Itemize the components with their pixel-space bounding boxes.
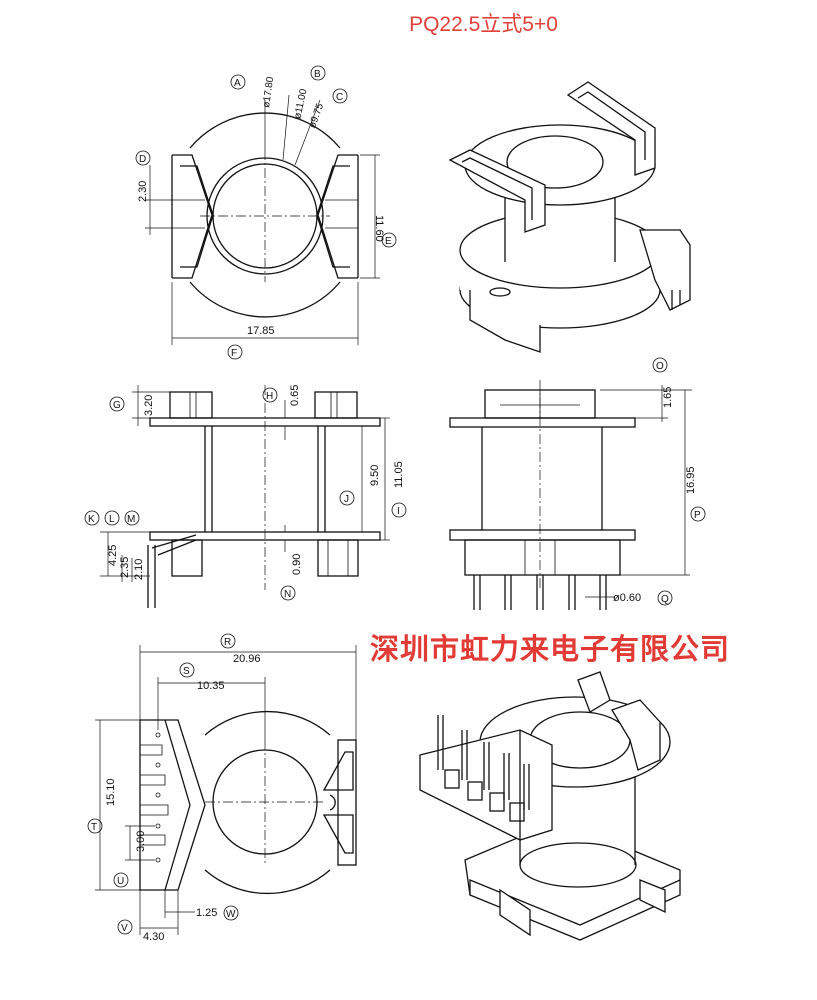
- dim-H-label: 0.65: [289, 385, 301, 406]
- pin-slots: [140, 732, 169, 863]
- marker-S: S: [179, 662, 195, 678]
- svg-text:W: W: [226, 909, 236, 920]
- svg-text:V: V: [121, 923, 128, 934]
- bottom-view: 20.96 10.35 15.10 3.00 1.25 4.30 R S T U…: [87, 633, 357, 943]
- svg-text:P: P: [694, 510, 701, 521]
- marker-J: J: [339, 490, 355, 506]
- marker-K: K: [84, 510, 100, 526]
- svg-text:R: R: [224, 637, 231, 648]
- dim-K-label: 4.25: [107, 545, 119, 566]
- dim-U-label: 3.00: [135, 831, 147, 852]
- svg-text:S: S: [183, 666, 190, 677]
- marker-N: N: [280, 585, 296, 601]
- dim-E-label: 11.60: [373, 215, 385, 242]
- top-view: ø17.80 ø11.00 ø9.75 2.30 11.60 17.85 A B…: [135, 65, 397, 360]
- dim-A-label: ø17.80: [261, 76, 276, 109]
- dim-S-label: 10.35: [197, 680, 225, 692]
- marker-F: F: [227, 344, 243, 360]
- svg-text:Q: Q: [661, 594, 669, 605]
- dim-Q-label: ø0.60: [613, 592, 641, 604]
- drawing-title: PQ22.5立式5+0: [409, 13, 558, 36]
- isometric-view-top: [448, 81, 691, 353]
- svg-text:T: T: [91, 822, 97, 833]
- marker-E: E: [381, 232, 397, 248]
- dim-B-label: ø11.00: [292, 88, 309, 120]
- marker-G: G: [109, 396, 125, 412]
- dim-C-label: ø9.75: [307, 102, 326, 130]
- dim-T-label: 15.10: [105, 778, 117, 806]
- marker-W: W: [223, 905, 239, 921]
- marker-L: L: [104, 510, 120, 526]
- svg-text:B: B: [314, 69, 321, 80]
- isometric-view-bottom: [419, 671, 681, 941]
- marker-Q: Q: [657, 590, 673, 606]
- bottom-iso-pins: [437, 715, 530, 822]
- dim-N-label: 0.90: [291, 554, 303, 575]
- svg-text:A: A: [234, 78, 241, 89]
- svg-text:C: C: [336, 92, 343, 103]
- dim-I-label: 11.05: [393, 461, 405, 488]
- svg-text:E: E: [385, 236, 392, 247]
- svg-text:H: H: [266, 391, 273, 402]
- dim-R-label: 20.96: [233, 653, 261, 665]
- front-view: 3.20 0.65 9.50 11.05 4.25 2.35 2.10 0.90…: [84, 385, 407, 608]
- svg-text:K: K: [88, 514, 95, 525]
- svg-text:M: M: [127, 514, 135, 525]
- dim-L-label: 2.35: [119, 557, 131, 578]
- marker-M: M: [124, 510, 140, 526]
- marker-U: U: [113, 872, 129, 888]
- marker-C: C: [332, 88, 348, 104]
- svg-text:F: F: [231, 348, 237, 359]
- svg-text:O: O: [656, 361, 664, 372]
- marker-O: O: [652, 357, 668, 373]
- dim-P-label: 16.95: [685, 466, 697, 494]
- svg-text:J: J: [344, 494, 349, 505]
- svg-text:L: L: [109, 514, 115, 525]
- marker-T: T: [87, 818, 103, 834]
- dim-V-label: 4.30: [143, 931, 164, 943]
- marker-I: I: [391, 502, 407, 518]
- marker-D: D: [135, 150, 151, 166]
- dim-M-label: 2.10: [133, 559, 145, 580]
- dim-F-label: 17.85: [247, 325, 275, 337]
- marker-R: R: [220, 633, 236, 649]
- dim-J-label: 9.50: [369, 465, 381, 486]
- dim-O-label: 1.65: [662, 387, 674, 408]
- side-view: 1.65 16.95 ø0.60 O P Q: [449, 357, 706, 610]
- svg-text:N: N: [284, 589, 291, 600]
- marker-V: V: [117, 919, 133, 935]
- dim-G-label: 3.20: [143, 395, 155, 416]
- dim-W-label: 1.25: [196, 907, 217, 919]
- company-name: 深圳市虹力来电子有限公司: [370, 632, 731, 666]
- svg-text:U: U: [117, 876, 124, 887]
- marker-B: B: [310, 65, 326, 81]
- svg-text:D: D: [139, 154, 146, 165]
- marker-H: H: [262, 387, 278, 403]
- side-pins: [473, 575, 607, 610]
- dim-D-label: 2.30: [137, 181, 149, 202]
- marker-A: A: [230, 74, 246, 90]
- svg-text:I: I: [397, 506, 400, 517]
- marker-P: P: [690, 506, 706, 522]
- svg-text:G: G: [113, 400, 121, 411]
